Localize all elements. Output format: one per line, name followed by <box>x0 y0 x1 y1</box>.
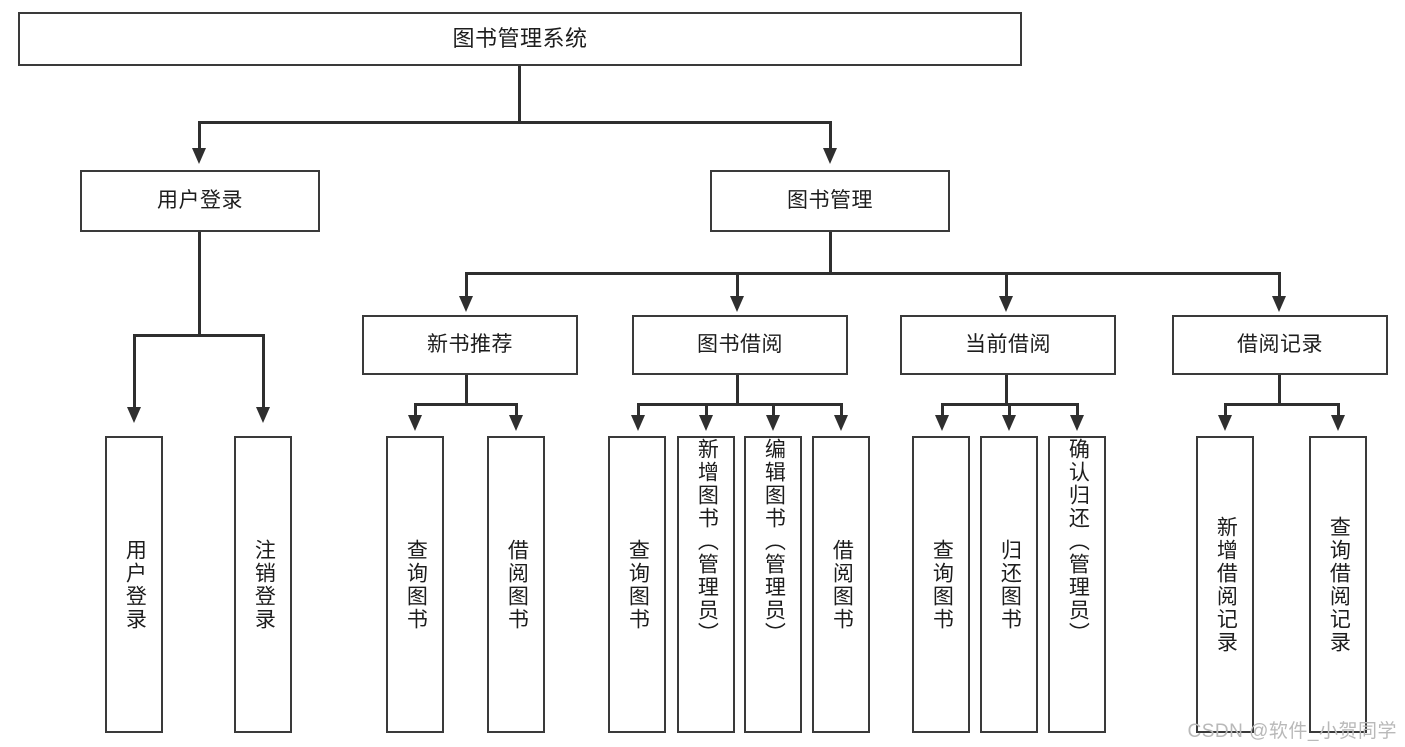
connector-user-login-stem <box>198 232 201 336</box>
connector-drop-book-borrow <box>736 272 739 298</box>
arrow-leaf-logout <box>256 407 270 423</box>
connector-drop-user-login <box>198 121 201 151</box>
node-label: 图书管理系统 <box>452 26 588 52</box>
arrow-bb-borrow <box>834 415 848 431</box>
leaf-user-login[interactable]: 用户登录 <box>105 436 163 733</box>
node-root-system[interactable]: 图书管理系统 <box>18 12 1022 66</box>
connector-new-book-stem <box>465 375 468 405</box>
connector-user-login-bus <box>133 334 264 337</box>
node-label: 编辑图书（管理员） <box>762 438 786 645</box>
connector-level1-bus <box>198 121 832 124</box>
leaf-logout[interactable]: 注销登录 <box>234 436 292 733</box>
node-current-borrow[interactable]: 当前借阅 <box>900 315 1116 375</box>
node-book-management[interactable]: 图书管理 <box>710 170 950 232</box>
node-label: 注销登录 <box>252 538 276 631</box>
connector-borrow-record-bus <box>1224 403 1339 406</box>
arrow-new-book <box>459 296 473 312</box>
node-label: 查询借阅记录 <box>1327 515 1351 654</box>
connector-drop-cb-return <box>1008 403 1011 417</box>
node-label: 借阅图书 <box>830 538 854 631</box>
node-label: 借阅图书 <box>505 538 529 631</box>
arrow-cb-return <box>1002 415 1016 431</box>
connector-drop-cb-query <box>941 403 944 417</box>
leaf-bb-borrow-book[interactable]: 借阅图书 <box>812 436 870 733</box>
connector-book-manage-stem <box>829 232 832 274</box>
connector-drop-borrow-record <box>1278 272 1281 298</box>
node-label: 新增图书（管理员） <box>695 438 719 645</box>
connector-new-book-bus <box>414 403 517 406</box>
node-label: 当前借阅 <box>965 332 1051 356</box>
connector-current-borrow-stem <box>1005 375 1008 405</box>
arrow-leaf-user-login <box>127 407 141 423</box>
connector-drop-bb-borrow <box>840 403 843 417</box>
leaf-bb-edit-book[interactable]: 编辑图书（管理员） <box>744 436 802 733</box>
arrow-current-borrow <box>999 296 1013 312</box>
leaf-cb-return-book[interactable]: 归还图书 <box>980 436 1038 733</box>
node-label: 新书推荐 <box>427 332 513 356</box>
connector-drop-br-query <box>1337 403 1340 417</box>
arrow-nb-borrow <box>509 415 523 431</box>
leaf-nb-borrow-book[interactable]: 借阅图书 <box>487 436 545 733</box>
node-label: 确认归还（管理员） <box>1066 438 1090 645</box>
leaf-bb-query-book[interactable]: 查询图书 <box>608 436 666 733</box>
node-label: 用户登录 <box>157 188 243 212</box>
leaf-cb-query-book[interactable]: 查询图书 <box>912 436 970 733</box>
arrow-br-add <box>1218 415 1232 431</box>
node-label: 图书借阅 <box>697 332 783 356</box>
connector-drop-leaf-logout <box>262 334 265 409</box>
connector-drop-bb-add <box>705 403 708 417</box>
arrow-user-login <box>192 148 206 164</box>
connector-level3-bus <box>465 272 1280 275</box>
arrow-borrow-record <box>1272 296 1286 312</box>
node-label: 查询图书 <box>626 538 650 631</box>
connector-drop-nb-query <box>414 403 417 417</box>
connector-drop-leaf-user-login <box>133 334 136 409</box>
node-label: 查询图书 <box>930 538 954 631</box>
arrow-bb-edit <box>766 415 780 431</box>
arrow-br-query <box>1331 415 1345 431</box>
connector-drop-bb-edit <box>772 403 775 417</box>
connector-book-borrow-stem <box>736 375 739 405</box>
connector-root-stem <box>518 66 521 122</box>
node-borrow-record[interactable]: 借阅记录 <box>1172 315 1388 375</box>
arrow-bb-add <box>699 415 713 431</box>
connector-drop-current-borrow <box>1005 272 1008 298</box>
connector-borrow-record-stem <box>1278 375 1281 405</box>
leaf-br-add-record[interactable]: 新增借阅记录 <box>1196 436 1254 733</box>
node-label: 查询图书 <box>404 538 428 631</box>
node-label: 新增借阅记录 <box>1214 515 1238 654</box>
connector-drop-br-add <box>1224 403 1227 417</box>
arrow-cb-query <box>935 415 949 431</box>
arrow-nb-query <box>408 415 422 431</box>
connector-drop-bb-query <box>637 403 640 417</box>
connector-drop-cb-confirm <box>1076 403 1079 417</box>
node-label: 用户登录 <box>123 538 147 631</box>
arrow-bb-query <box>631 415 645 431</box>
node-new-book-recommend[interactable]: 新书推荐 <box>362 315 578 375</box>
node-label: 借阅记录 <box>1237 332 1323 356</box>
node-user-login[interactable]: 用户登录 <box>80 170 320 232</box>
node-label: 归还图书 <box>998 538 1022 631</box>
leaf-nb-query-book[interactable]: 查询图书 <box>386 436 444 733</box>
arrow-cb-confirm <box>1070 415 1084 431</box>
connector-drop-nb-borrow <box>515 403 518 417</box>
arrow-book-manage <box>823 148 837 164</box>
arrow-book-borrow <box>730 296 744 312</box>
leaf-br-query-record[interactable]: 查询借阅记录 <box>1309 436 1367 733</box>
connector-drop-new-book <box>465 272 468 298</box>
leaf-cb-confirm-return[interactable]: 确认归还（管理员） <box>1048 436 1106 733</box>
node-label: 图书管理 <box>787 188 873 212</box>
connector-book-borrow-bus <box>637 403 840 406</box>
node-book-borrow[interactable]: 图书借阅 <box>632 315 848 375</box>
connector-drop-book-manage <box>829 121 832 151</box>
leaf-bb-add-book[interactable]: 新增图书（管理员） <box>677 436 735 733</box>
